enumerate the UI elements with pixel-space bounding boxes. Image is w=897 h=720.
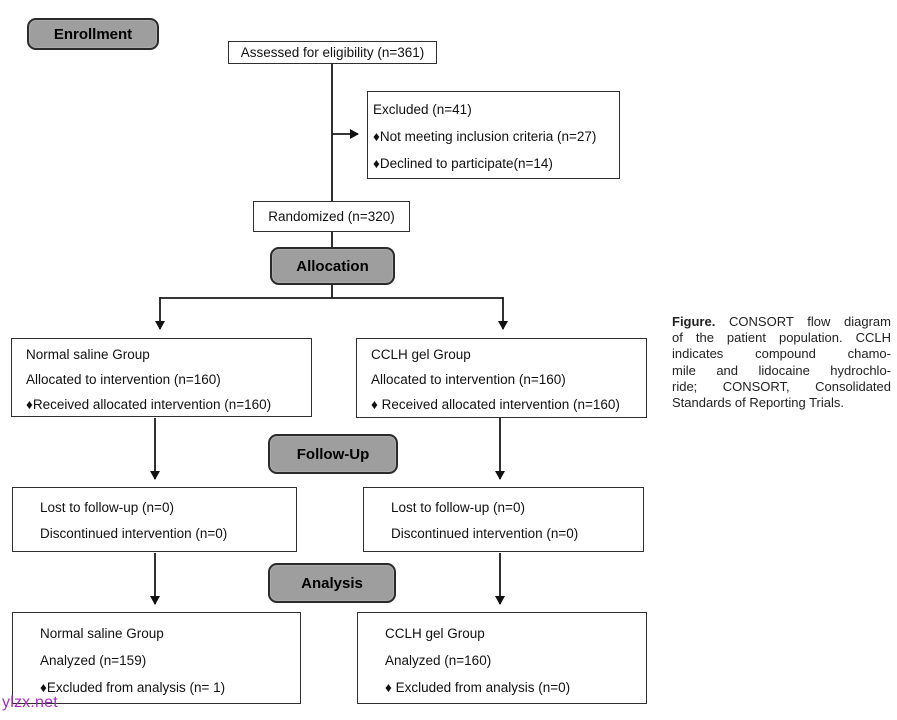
- followup-line: Discontinued intervention (n=0): [40, 525, 228, 541]
- followup-line: Lost to follow-up (n=0): [40, 499, 174, 515]
- box-followup-cclh: Lost to follow-up (n=0) Discontinued int…: [363, 487, 644, 552]
- figure-caption: Figure. CONSORT flow diagram of the pati…: [672, 314, 891, 411]
- followup-line: Lost to follow-up (n=0): [391, 499, 525, 515]
- followup-line: Discontinued intervention (n=0): [391, 525, 579, 541]
- stage-label-followup: Follow-Up: [268, 434, 398, 474]
- box-allocation-normal-saline: Normal saline Group Allocated to interve…: [11, 338, 312, 417]
- allocation-line: Allocated to intervention (n=160): [26, 372, 221, 387]
- caption-line: of the patient population. CCLH: [672, 330, 891, 346]
- caption-line: Standards of Reporting Trials.: [672, 395, 844, 411]
- analysis-line: ♦ Excluded from analysis (n=0): [385, 680, 571, 695]
- caption-text: CONSORT flow diagram: [729, 314, 891, 329]
- excluded-line: Excluded (n=41): [373, 102, 472, 117]
- box-analysis-normal-saline: Normal saline Group Analyzed (n=159) ♦Ex…: [12, 612, 301, 704]
- box-followup-normal-saline: Lost to follow-up (n=0) Discontinued int…: [12, 487, 297, 552]
- analysis-line: Normal saline Group: [40, 626, 164, 641]
- allocation-line: ♦Received allocated intervention (n=160): [26, 397, 272, 412]
- caption-line: mile and lidocaine hydrochlo-: [672, 362, 891, 378]
- excluded-line: ♦Declined to participate(n=14): [373, 156, 553, 171]
- allocation-line: Normal saline Group: [26, 347, 150, 362]
- stage-label-analysis: Analysis: [268, 563, 396, 603]
- box-randomized: Randomized (n=320): [253, 201, 410, 232]
- caption-line: Figure. CONSORT flow diagram: [672, 314, 891, 330]
- analysis-line: Analyzed (n=159): [40, 653, 147, 668]
- box-assessed-eligibility: Assessed for eligibility (n=361): [228, 41, 437, 64]
- excluded-line: ♦Not meeting inclusion criteria (n=27): [373, 129, 597, 144]
- allocation-line: CCLH gel Group: [371, 347, 471, 362]
- box-analysis-cclh: CCLH gel Group Analyzed (n=160) ♦ Exclud…: [357, 612, 647, 704]
- caption-line: ride; CONSORT, Consolidated: [672, 378, 891, 394]
- analysis-line: ♦Excluded from analysis (n= 1): [40, 680, 226, 695]
- analysis-line: Analyzed (n=160): [385, 653, 492, 668]
- watermark: ylzx.net: [2, 694, 58, 711]
- box-excluded: Excluded (n=41) ♦Not meeting inclusion c…: [367, 91, 620, 179]
- allocation-line: ♦ Received allocated intervention (n=160…: [371, 397, 620, 412]
- analysis-line: CCLH gel Group: [385, 626, 485, 641]
- caption-figure-label: Figure.: [672, 314, 716, 329]
- stage-label-enrollment: Enrollment: [27, 18, 159, 50]
- stage-label-allocation: Allocation: [270, 247, 395, 285]
- box-allocation-cclh: CCLH gel Group Allocated to intervention…: [356, 338, 647, 418]
- caption-line: indicates compound chamo-: [672, 346, 891, 362]
- allocation-line: Allocated to intervention (n=160): [371, 372, 566, 387]
